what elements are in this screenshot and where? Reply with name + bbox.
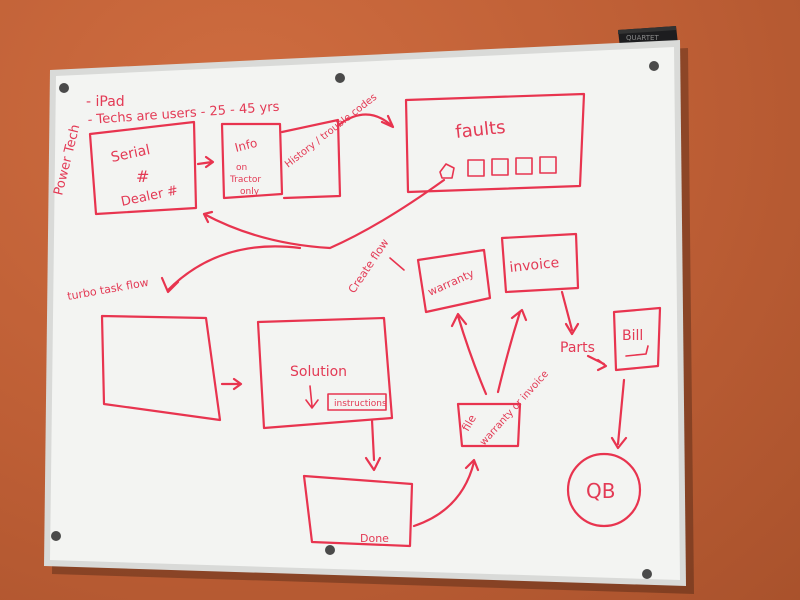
- header-ipad: - iPad: [86, 94, 125, 110]
- faults-label: faults: [454, 117, 506, 143]
- parts-label: Parts: [560, 340, 595, 356]
- arrow-done-to-file: [412, 458, 480, 528]
- arrow-create-flow: [389, 257, 405, 271]
- arrow-file-to-invoice: [496, 308, 528, 394]
- brand-tag: QUARTET: [626, 34, 659, 42]
- empty-box: [100, 314, 222, 422]
- screw-icon: [335, 73, 345, 83]
- arrow-serial-to-info: [196, 155, 215, 169]
- solution-box: [256, 316, 394, 430]
- faults-box: [404, 92, 586, 194]
- info-line3: Tractor: [229, 175, 261, 185]
- invoice-label: invoice: [509, 255, 560, 276]
- screw-icon: [325, 545, 335, 555]
- arrow-to-turbo: [160, 245, 302, 294]
- done-label: Done: [360, 532, 389, 545]
- instructions-box: [327, 393, 387, 411]
- serial-box: [88, 120, 198, 216]
- solution-tick: [305, 385, 319, 409]
- bill-box: [612, 306, 662, 372]
- qb-circle: [566, 452, 642, 528]
- arrow-file-to-warranty: [450, 312, 488, 396]
- warranty-box: [416, 248, 492, 314]
- bill-scribble: [625, 345, 649, 357]
- invoice-box: [500, 232, 580, 294]
- info-box: [220, 122, 284, 200]
- whiteboard: [44, 40, 686, 586]
- serial-hash: #: [136, 167, 149, 186]
- solution-label: Solution: [290, 364, 347, 380]
- arrow-to-done: [364, 418, 382, 472]
- arrow-bill-to-qb: [610, 378, 628, 450]
- bill-label: Bill: [622, 328, 643, 344]
- arrow-to-faults: [338, 113, 395, 129]
- done-box: [302, 474, 414, 548]
- arrow-parts-to-bill: [586, 354, 608, 372]
- screw-icon: [51, 531, 61, 541]
- instructions-label: instructions: [334, 399, 387, 409]
- fault-slots: [439, 156, 557, 179]
- arrow-invoice-to-parts: [560, 290, 580, 336]
- history-bracket: [280, 118, 342, 200]
- screw-icon: [642, 569, 652, 579]
- qb-label: QB: [586, 479, 615, 503]
- arrow-empty-to-solution: [220, 377, 243, 391]
- arrow-faults-back: [202, 178, 446, 250]
- info-line2: on: [236, 163, 247, 173]
- screw-icon: [59, 83, 69, 93]
- info-line1: Info: [233, 136, 258, 155]
- screw-icon: [649, 61, 659, 71]
- file-box: [456, 402, 522, 448]
- info-line4: only: [240, 187, 260, 197]
